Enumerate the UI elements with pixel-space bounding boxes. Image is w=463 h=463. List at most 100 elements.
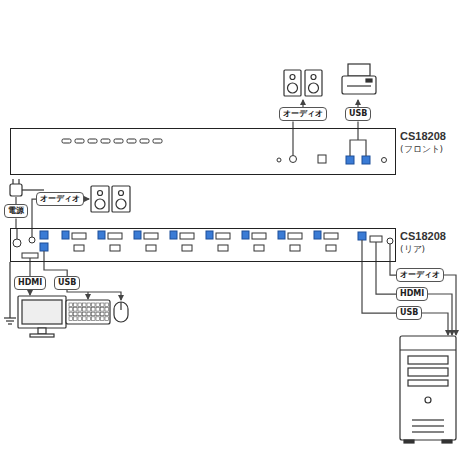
leader-line bbox=[87, 292, 88, 299]
led-slot bbox=[114, 139, 123, 143]
keyboard-key bbox=[78, 308, 82, 312]
led-slot bbox=[62, 139, 162, 143]
pc-tower bbox=[442, 440, 452, 443]
printer-icon bbox=[342, 76, 376, 94]
panel-heading: CS18208(リア) bbox=[400, 230, 446, 255]
keyboard-key bbox=[87, 303, 91, 307]
model-label: (フロント) bbox=[400, 144, 446, 155]
port-callout: USB bbox=[54, 276, 80, 290]
computer-port-group bbox=[182, 245, 192, 251]
port-wire bbox=[292, 128, 293, 155]
keyboard-key bbox=[96, 312, 100, 316]
speaker-icon bbox=[305, 70, 322, 96]
port-label: オーディオ bbox=[283, 109, 323, 119]
computer-port-group bbox=[326, 245, 336, 251]
led-slot bbox=[75, 139, 84, 143]
computer-port-group bbox=[108, 233, 122, 239]
rear-port bbox=[370, 236, 382, 242]
keyboard-key bbox=[83, 308, 87, 312]
port-connector bbox=[376, 262, 396, 294]
port-label: オーディオ bbox=[400, 270, 440, 280]
keyboard-key bbox=[83, 317, 87, 321]
keyboard-key bbox=[69, 317, 73, 321]
printer-icon bbox=[347, 85, 371, 86]
power-plug bbox=[22, 189, 44, 190]
speaker-icon bbox=[284, 70, 322, 96]
rear-port bbox=[13, 231, 393, 258]
computer-port-group bbox=[134, 231, 141, 239]
panel-outline bbox=[10, 128, 396, 175]
computer-port-group bbox=[278, 231, 285, 239]
power-plug bbox=[18, 179, 19, 184]
monitor-icon bbox=[22, 300, 62, 324]
pc-tower bbox=[400, 349, 456, 350]
keyboard-key bbox=[78, 303, 82, 307]
keyboard-key bbox=[92, 312, 96, 316]
rear-port bbox=[29, 237, 35, 243]
port-connector bbox=[362, 262, 396, 313]
rear-port bbox=[40, 231, 48, 239]
port-wire bbox=[350, 128, 366, 156]
front-port bbox=[382, 158, 387, 163]
speaker-icon bbox=[116, 199, 126, 209]
speaker-icon bbox=[311, 75, 316, 80]
power-plug bbox=[12, 179, 13, 184]
pc-tower bbox=[404, 440, 414, 443]
speaker-icon bbox=[91, 186, 130, 212]
keyboard-key bbox=[87, 312, 91, 316]
keyboard-key bbox=[105, 317, 109, 321]
port-label: オーディオ bbox=[40, 194, 80, 204]
ground-symbol bbox=[6, 320, 14, 321]
port-label: USB bbox=[400, 308, 418, 318]
keyboard-key bbox=[87, 308, 91, 312]
front-port bbox=[346, 156, 354, 164]
ground-symbol bbox=[4, 317, 16, 318]
port-callout: 電源 bbox=[4, 204, 28, 218]
computer-port-group bbox=[62, 231, 338, 251]
speaker-icon bbox=[91, 186, 109, 212]
speaker-icon bbox=[95, 199, 105, 209]
port-callout: USB bbox=[396, 306, 422, 320]
keyboard-key bbox=[101, 308, 105, 312]
power-plug bbox=[10, 184, 22, 196]
pc-tower bbox=[412, 431, 444, 432]
keyboard-icon bbox=[66, 300, 110, 324]
computer-port-group bbox=[146, 245, 156, 251]
printer-icon bbox=[348, 64, 370, 76]
printer-icon bbox=[342, 64, 376, 94]
rear-port bbox=[40, 243, 48, 251]
mouse-icon bbox=[120, 302, 121, 310]
led-slot bbox=[153, 139, 162, 143]
front-port bbox=[362, 156, 370, 164]
speaker-icon bbox=[284, 70, 301, 96]
port-wire bbox=[43, 251, 44, 262]
led-slot bbox=[127, 139, 136, 143]
front-port bbox=[290, 156, 297, 163]
computer-port-group bbox=[110, 245, 120, 251]
keyboard-icon bbox=[66, 300, 110, 324]
panel-outline bbox=[10, 228, 396, 262]
keyboard-key bbox=[105, 312, 109, 316]
keyboard-key bbox=[105, 303, 109, 307]
printer-icon bbox=[366, 79, 372, 82]
led-slot bbox=[62, 139, 71, 143]
speaker-icon bbox=[290, 75, 295, 80]
ground-symbol bbox=[8, 323, 12, 324]
port-callout: HDMI bbox=[14, 276, 46, 290]
computer-port-group bbox=[206, 231, 213, 239]
keyboard-key bbox=[83, 303, 87, 307]
computer-port-group bbox=[242, 231, 249, 239]
computer-port-group bbox=[180, 233, 194, 239]
keyboard-key bbox=[105, 308, 109, 312]
monitor-icon bbox=[18, 296, 66, 337]
keyboard-key bbox=[101, 303, 105, 307]
keyboard-key bbox=[92, 308, 96, 312]
speaker-icon bbox=[98, 191, 103, 196]
leader-line bbox=[410, 275, 456, 335]
computer-port-group bbox=[254, 245, 264, 251]
led-slot bbox=[88, 139, 97, 143]
model-label: CS18208 bbox=[400, 230, 446, 244]
